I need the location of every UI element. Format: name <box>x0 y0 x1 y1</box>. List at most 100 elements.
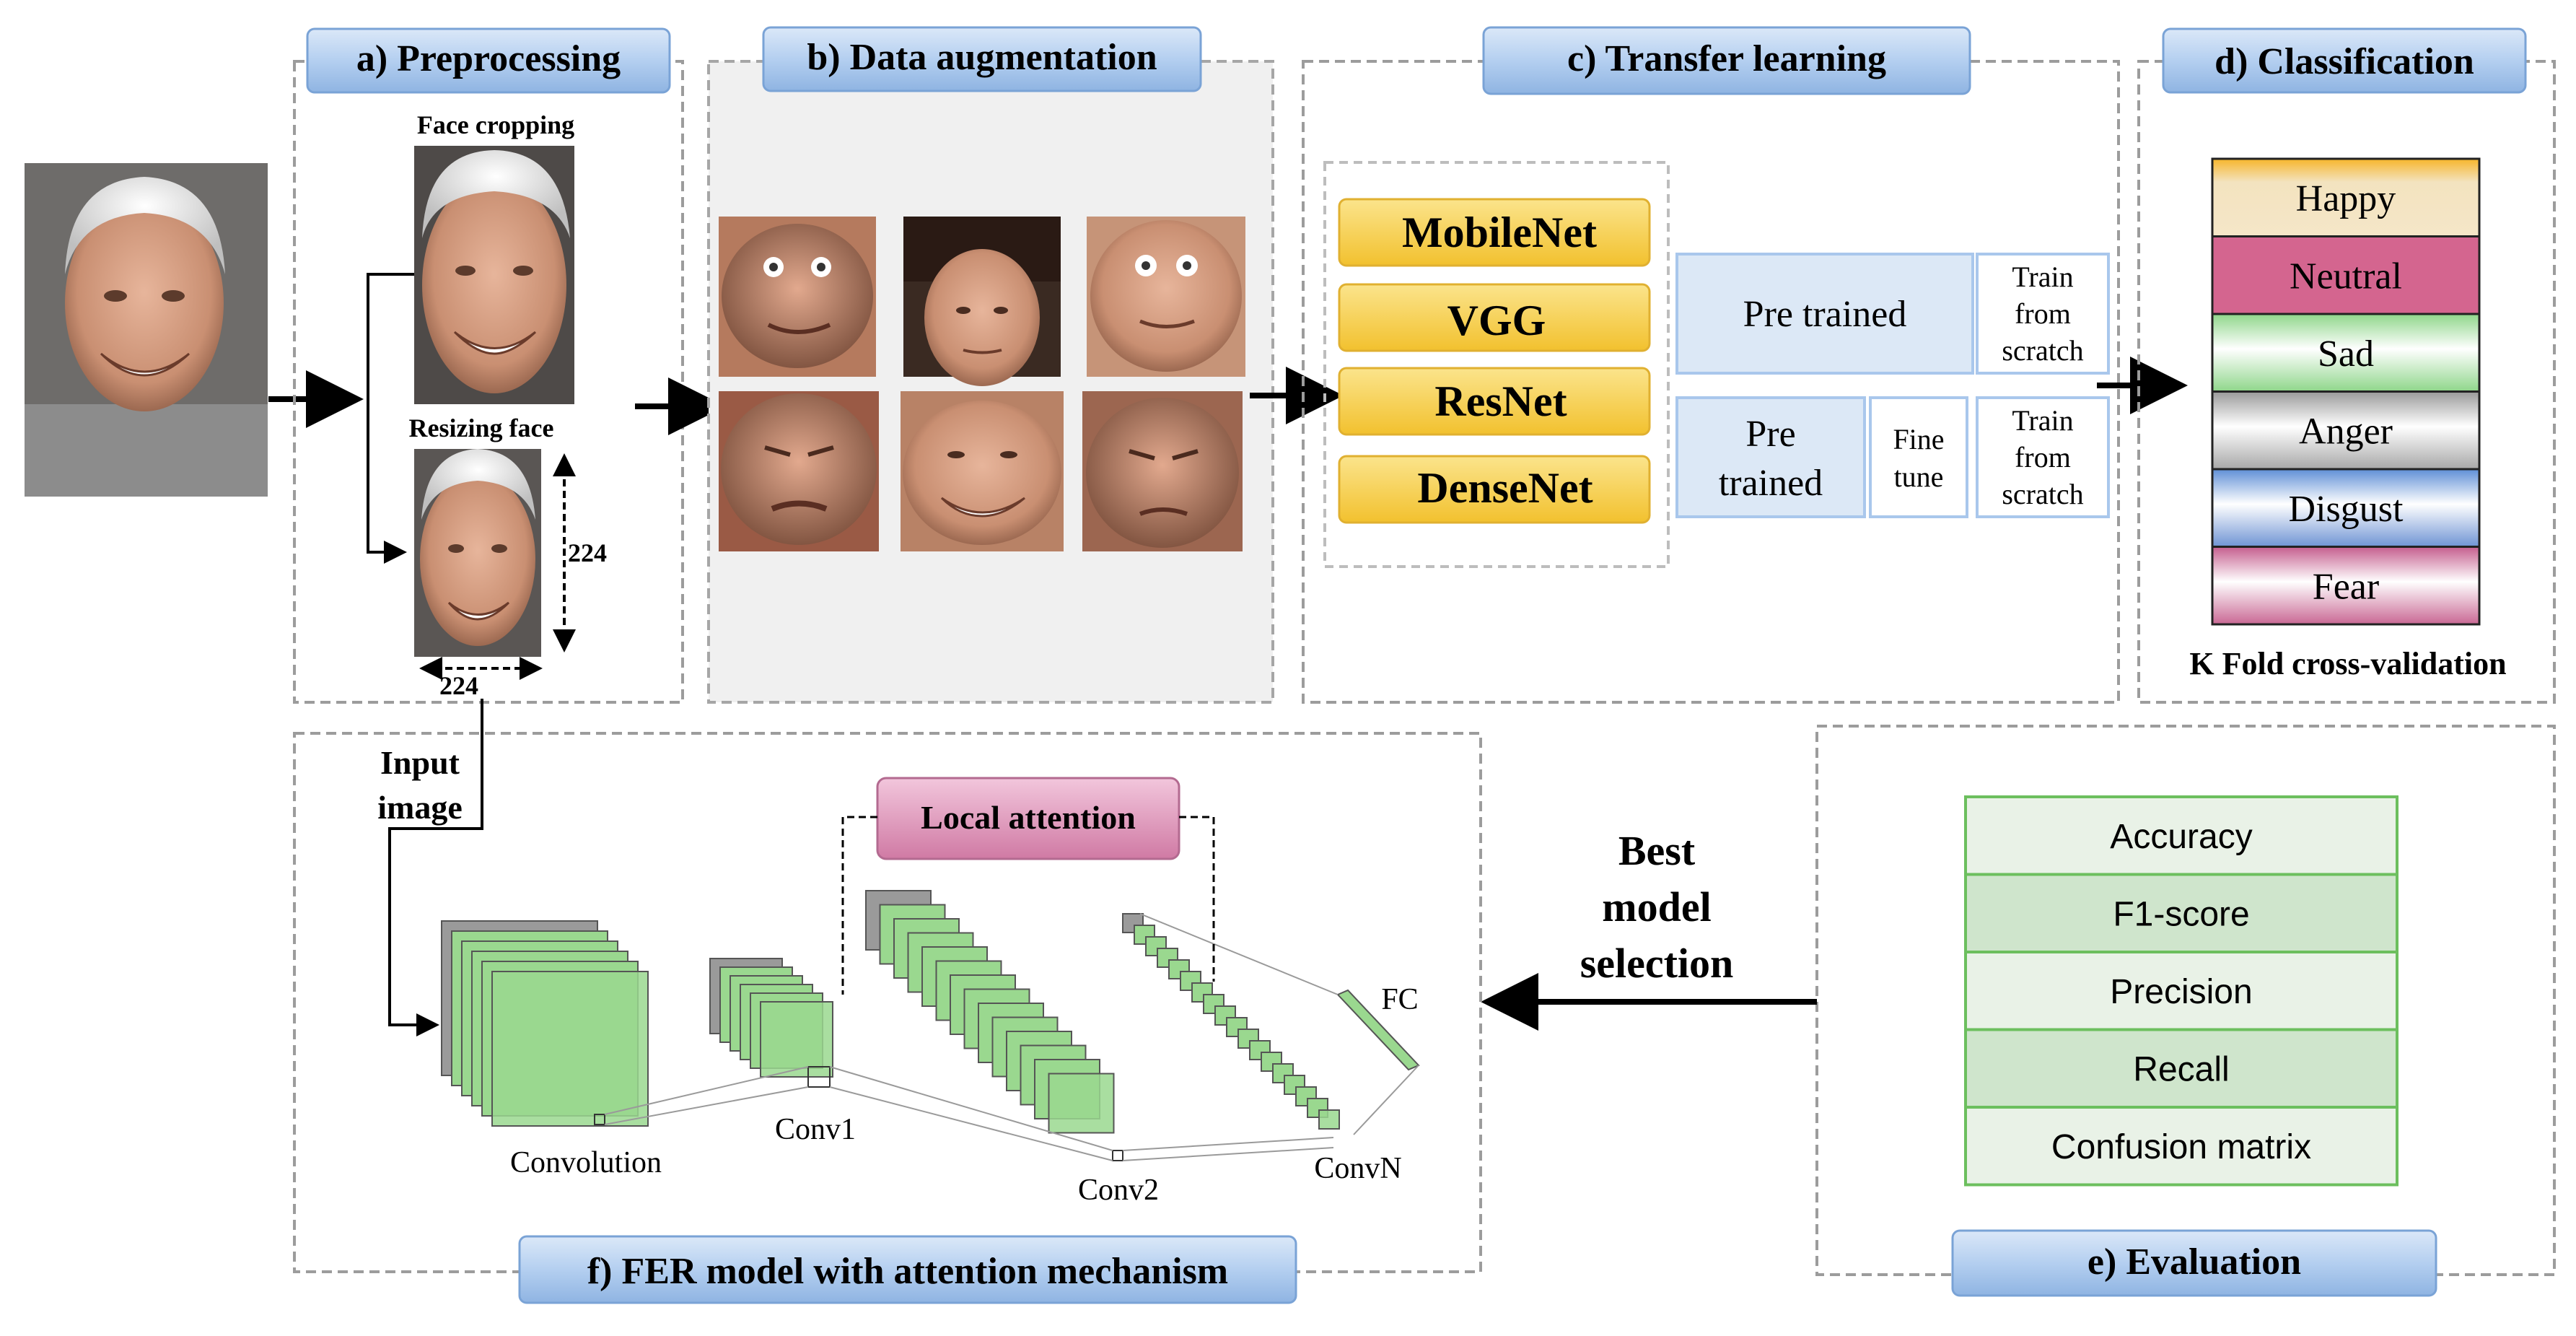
conv-connections <box>594 913 1419 1161</box>
evaluation-title-box <box>1951 1229 2437 1297</box>
best-model-line1: Best <box>1618 827 1696 874</box>
model-mobilenet-label: MobileNet <box>1402 209 1597 256</box>
augmented-face-3 <box>1087 217 1245 377</box>
metric-precision-label: Precision <box>2110 973 2252 1011</box>
layer-convn-label: ConvN <box>1314 1152 1401 1185</box>
attention-link-right <box>1179 816 1215 982</box>
metric-confusion-matrix-label: Confusion matrix <box>2051 1128 2311 1166</box>
model-list-frame <box>1323 161 1670 568</box>
layer-fc-label: FC <box>1381 983 1418 1016</box>
evaluation-title: e) Evaluation <box>2087 1241 2301 1283</box>
class-sad-label: Sad <box>2318 333 2374 375</box>
input-photo <box>25 163 268 497</box>
metric-accuracy-label: Accuracy <box>2110 818 2252 856</box>
train-scratch-1-line2: from <box>2015 297 2071 330</box>
model-list: MobileNet VGG ResNet DenseNet <box>1338 198 1651 524</box>
fer-title: f) FER model with attention mechanism <box>587 1251 1228 1292</box>
transfer-title-box <box>1482 26 1971 95</box>
augmented-face-5 <box>901 391 1064 551</box>
finetune-line2: tune <box>1894 460 1944 493</box>
classification-title-box <box>2162 27 2527 94</box>
train-scratch-box-2 <box>1976 396 2110 518</box>
conv-stack-conv2 <box>865 890 1115 1134</box>
input-image-line1: Input <box>380 744 460 781</box>
classification-title: d) Classification <box>2214 41 2474 82</box>
layer-conv1-label: Conv1 <box>775 1113 856 1146</box>
train-scratch-2-line1: Train <box>2012 404 2073 437</box>
transfer-title: c) Transfer learning <box>1567 38 1886 79</box>
local-attention-label: Local attention <box>921 799 1136 836</box>
class-anger-box <box>2211 390 2481 471</box>
local-attention-box <box>876 777 1180 860</box>
metric-confusion-matrix-box <box>1964 1106 2398 1187</box>
resized-face-image <box>414 449 541 657</box>
strategy-row-2: Pre trained Fine tune Train from scratch <box>1675 396 2110 518</box>
model-densenet-label: DenseNet <box>1417 464 1593 512</box>
augmented-face-6 <box>1082 391 1243 551</box>
metric-recall-label: Recall <box>2133 1050 2229 1088</box>
metric-accuracy-box <box>1964 795 2398 876</box>
input-image-line2: image <box>377 789 463 826</box>
transfer-panel <box>1302 60 2120 704</box>
layer-convolution-label: Convolution <box>510 1146 662 1179</box>
fer-title-box <box>518 1235 1297 1304</box>
preprocess-branch-line <box>367 273 414 564</box>
finetune-box <box>1869 396 1968 518</box>
train-scratch-1-line3: scratch <box>2002 334 2083 367</box>
model-resnet-label: ResNet <box>1434 377 1567 425</box>
augmentation-title-box <box>762 26 1202 92</box>
augmentation-title: b) Data augmentation <box>807 37 1157 78</box>
pretrained-box-2 <box>1675 396 1866 518</box>
best-model-line2: model <box>1602 883 1711 930</box>
class-happy-box <box>2211 157 2481 237</box>
preprocessing-title-box <box>306 27 671 94</box>
class-anger-label: Anger <box>2299 411 2393 452</box>
augmented-face-1 <box>719 217 876 377</box>
preprocessing-title: a) Preprocessing <box>356 38 621 79</box>
conv-stacks <box>441 890 1420 1161</box>
pretrained-label-2-line1: Pre <box>1745 414 1795 455</box>
pretrained-box-1 <box>1675 253 1974 375</box>
class-disgust-label: Disgust <box>2289 489 2404 530</box>
height-dimension-label: 224 <box>568 538 607 567</box>
augmented-face-grid <box>719 217 1245 551</box>
metric-f1-score-label: F1-score <box>2113 895 2249 933</box>
cropped-face-image <box>414 146 574 404</box>
train-scratch-2-line2: from <box>2015 441 2071 473</box>
model-mobilenet-box <box>1338 198 1651 267</box>
class-fear-box <box>2211 546 2481 626</box>
metric-f1-score-box <box>1964 873 2398 953</box>
pretrained-label-2-line2: trained <box>1719 463 1823 504</box>
model-vgg-box <box>1338 283 1651 352</box>
pretrained-label-1: Pre trained <box>1743 294 1907 335</box>
augmented-face-2 <box>903 217 1061 386</box>
metric-recall-box <box>1964 1028 2398 1109</box>
conv-stack-convolution <box>441 920 649 1127</box>
attention-link-left <box>841 816 877 995</box>
best-model-line3: selection <box>1580 940 1734 987</box>
width-dimension-label: 224 <box>439 671 478 700</box>
conv-stack-conv1 <box>709 958 833 1078</box>
metric-list: AccuracyF1-scorePrecisionRecallConfusion… <box>1964 795 2398 1187</box>
augmented-face-4 <box>719 391 879 551</box>
finetune-line1: Fine <box>1893 423 1944 455</box>
class-neutral-label: Neutral <box>2290 256 2402 297</box>
model-densenet-box <box>1338 455 1651 524</box>
kfold-label: K Fold cross-validation <box>2189 646 2506 681</box>
face-cropping-label: Face cropping <box>417 110 574 139</box>
train-scratch-2-line3: scratch <box>2002 478 2083 510</box>
layer-conv2-label: Conv2 <box>1078 1174 1159 1207</box>
input-image-connector <box>388 699 483 1036</box>
resizing-face-label: Resizing face <box>409 414 554 442</box>
class-neutral-box <box>2211 235 2481 315</box>
train-scratch-1-line1: Train <box>2012 261 2073 293</box>
conv-stack-convn <box>1122 913 1340 1130</box>
strategy-row-1: Pre trained Train from scratch <box>1675 253 2110 375</box>
class-fear-label: Fear <box>2313 566 2379 607</box>
train-scratch-box-1 <box>1976 253 2110 375</box>
class-happy-label: Happy <box>2296 178 2396 219</box>
model-resnet-box <box>1338 367 1651 436</box>
model-vgg-label: VGG <box>1447 297 1546 344</box>
